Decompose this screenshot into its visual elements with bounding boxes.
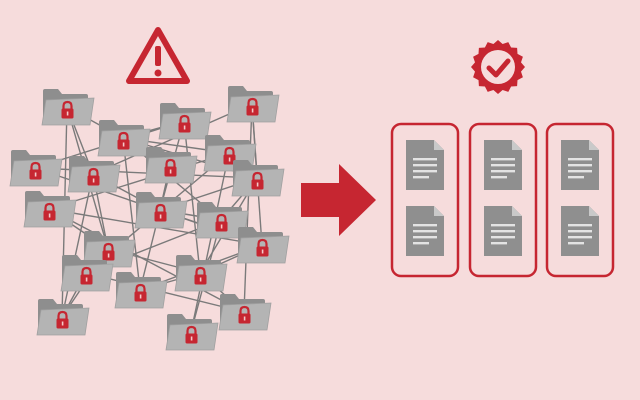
locked-folder-icon	[97, 120, 151, 157]
document-icon	[406, 206, 444, 256]
locked-folder-icon	[41, 89, 95, 126]
network-link	[48, 152, 230, 210]
locked-folder-icon	[195, 202, 249, 239]
locked-folder-icon	[67, 156, 121, 193]
column-frame	[545, 122, 615, 278]
verified-badge-icon	[471, 40, 525, 94]
padlock-shackle	[118, 131, 129, 140]
column-frame	[468, 122, 538, 278]
locked-folder-icon	[36, 299, 90, 336]
locked-folder-icon	[231, 160, 285, 197]
locked-folder-icon	[226, 86, 280, 123]
locked-folder-icon	[23, 191, 77, 228]
column-frame	[390, 122, 460, 278]
locked-folder-icon	[60, 255, 114, 292]
network-link	[61, 173, 94, 318]
network-link	[243, 103, 253, 313]
arrow-right-icon	[301, 164, 376, 236]
padlock-shackle	[257, 238, 268, 247]
network-link	[190, 152, 230, 333]
padlock-shackle	[252, 171, 263, 180]
padlock-shackle	[224, 146, 235, 155]
padlock-shackle	[62, 100, 73, 109]
locked-folder-icon	[134, 192, 188, 229]
padlock-shackle	[81, 266, 92, 275]
padlock-shackle	[135, 283, 146, 292]
locked-folder-icon	[165, 314, 219, 351]
padlock-shackle	[186, 325, 197, 334]
padlock-shackle	[103, 242, 114, 251]
padlock-shackle	[247, 97, 258, 106]
checkmark-icon	[486, 58, 511, 78]
locked-folder-icon	[158, 103, 212, 140]
padlock-shackle	[155, 203, 166, 212]
locked-folder-icon	[9, 150, 63, 187]
padlock-shackle	[239, 305, 250, 314]
padlock-shackle	[30, 161, 41, 170]
padlock-shackle	[44, 202, 55, 211]
document-column	[545, 122, 615, 278]
network-link	[48, 208, 245, 313]
padlock-shackle	[57, 310, 68, 319]
locked-folder-icon	[218, 294, 272, 331]
padlock-shackle	[88, 167, 99, 176]
document-icon	[561, 206, 599, 256]
document-icon	[484, 206, 522, 256]
document-icon	[561, 140, 599, 190]
document-column	[468, 122, 538, 278]
organized-document-columns	[390, 122, 615, 278]
locked-folder-icon	[236, 227, 290, 264]
padlock-shackle	[195, 266, 206, 275]
padlock-shackle	[179, 114, 190, 123]
document-column	[390, 122, 460, 278]
network-link	[122, 137, 141, 291]
padlock-shackle	[165, 158, 176, 167]
document-icon	[406, 140, 444, 190]
locked-folder-icon	[144, 147, 198, 184]
warning-icon	[126, 27, 190, 84]
document-icon	[484, 140, 522, 190]
locked-folder-cluster	[9, 86, 290, 351]
locked-folder-icon	[114, 272, 168, 309]
padlock-shackle	[216, 213, 227, 222]
locked-folder-icon	[174, 255, 228, 292]
